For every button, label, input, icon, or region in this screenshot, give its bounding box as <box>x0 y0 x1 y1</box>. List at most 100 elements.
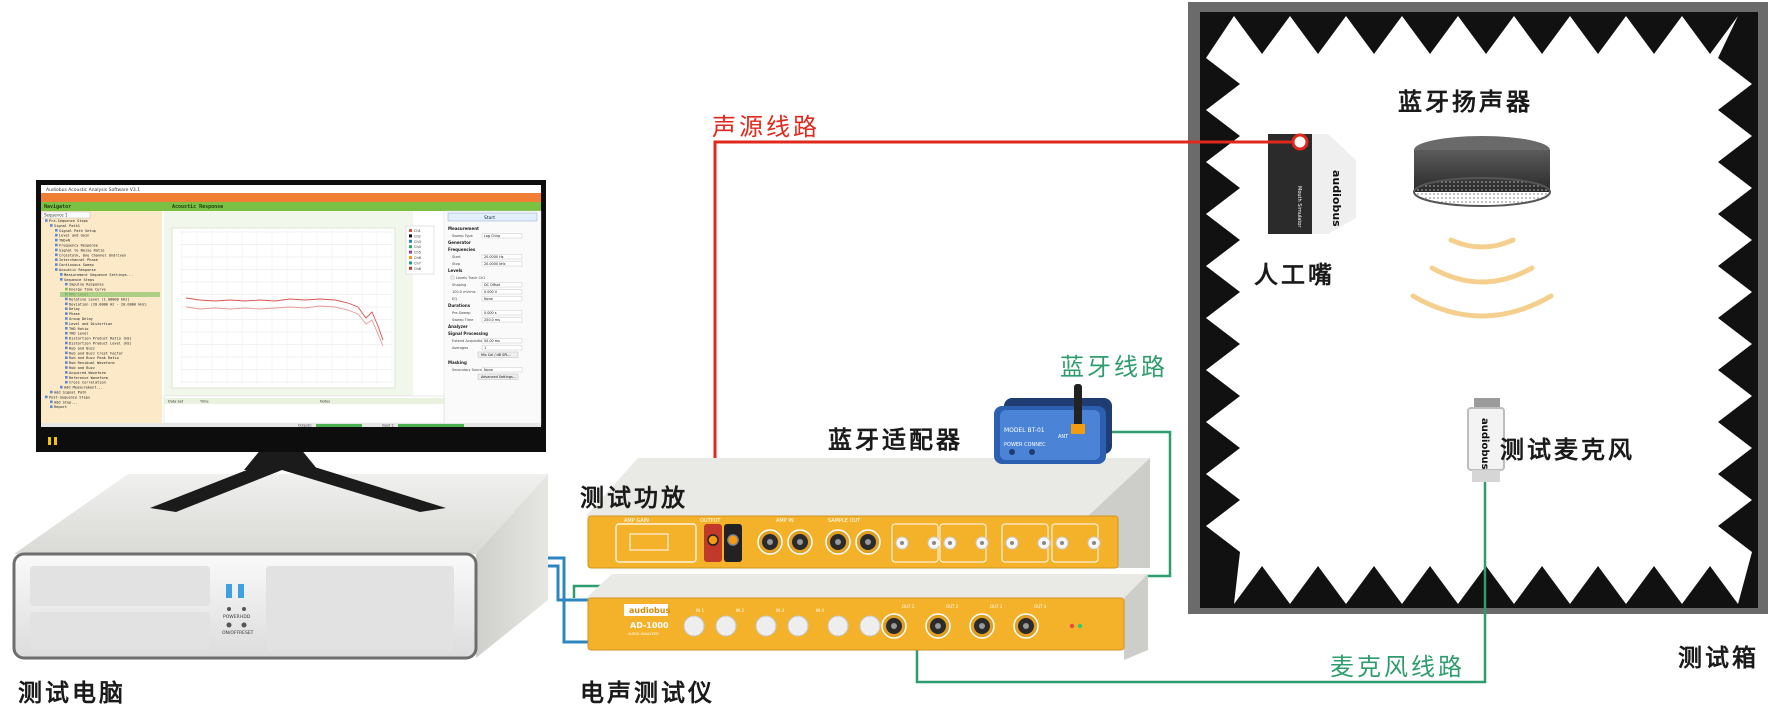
tree-item-label[interactable]: Interchannel Phase <box>59 258 98 262</box>
tree-item-label[interactable]: Rub and Buzz <box>69 346 95 350</box>
tree-item-label[interactable]: THD Ratio <box>69 327 88 331</box>
tree-item-label[interactable]: Rub and Buzz Crest Factor <box>69 351 124 355</box>
tree-item-icon <box>60 385 63 389</box>
tree-item-icon <box>65 312 68 315</box>
tree-item-label[interactable]: Rub Residual Waveform <box>69 361 114 365</box>
tree-item-label[interactable]: Rub and Buzz <box>69 366 95 370</box>
tree-item-label[interactable]: Relative Level (1.00000 kHz) <box>69 297 130 301</box>
settings-checkbox-label: Levels Track Ch1 <box>456 276 485 280</box>
input-knob[interactable] <box>683 615 705 637</box>
settings-button[interactable] <box>477 373 519 380</box>
tree-item-label[interactable]: Cross Correlation <box>69 381 106 385</box>
tree-item-label[interactable]: Energy Time Curve <box>69 288 106 292</box>
input-knob[interactable] <box>755 615 777 637</box>
tree-item-label[interactable]: Signal to Noise Ratio <box>59 248 104 252</box>
settings-field-label: EQ <box>452 297 457 301</box>
settings-field-input[interactable] <box>481 310 523 316</box>
tree-item-label[interactable]: Add Signal Path <box>54 391 86 395</box>
tree-item-icon <box>65 327 68 330</box>
amp-output-label: OUTPUT <box>700 518 721 524</box>
tree-item-icon <box>45 219 48 222</box>
settings-field-input[interactable] <box>481 254 523 260</box>
settings-field-input[interactable] <box>481 261 523 267</box>
settings-field-input[interactable] <box>481 233 523 239</box>
tree-item-label[interactable]: Signal Path Setup <box>59 229 96 233</box>
pc-power-button[interactable] <box>226 622 232 628</box>
bluetooth-speaker <box>1413 136 1551 207</box>
legend-swatch <box>409 266 412 270</box>
tree-item-label[interactable]: Rub and Buzz Peak Ratio <box>69 356 119 360</box>
input-knob[interactable] <box>827 615 849 637</box>
source-line-label: 声源线路 <box>712 113 820 141</box>
tree-item-icon <box>65 376 68 379</box>
tree-item-label[interactable]: Deviation (20.0000 Hz - 20.0000 kHz) <box>69 302 147 306</box>
settings-field-value: 250.0 ms <box>484 318 500 322</box>
settings-field-input[interactable] <box>481 282 523 288</box>
tree-item-label[interactable]: Delay <box>69 307 81 311</box>
tree-item-label[interactable]: Sequence Steps <box>64 278 94 282</box>
status-outputs: Outputs: <box>298 424 312 428</box>
pc-reset-button[interactable] <box>241 622 247 628</box>
source-line-cable <box>713 140 1300 556</box>
legend-swatch <box>409 261 412 265</box>
tree-item-icon <box>65 346 68 350</box>
tree-item-label[interactable]: Report <box>54 405 67 409</box>
tree-item-label[interactable]: Reference Waveform <box>69 376 108 380</box>
legend-entry: Ch1 <box>414 229 421 233</box>
monitor-power-led <box>48 437 51 445</box>
tree-item-label[interactable]: THD+N <box>59 239 70 243</box>
tree-item-label[interactable]: Pre-Sequence Steps <box>49 219 88 223</box>
tree-item-label[interactable]: Continuous Sweep <box>59 263 94 267</box>
settings-button[interactable] <box>477 351 519 358</box>
tree-item-icon <box>45 395 48 399</box>
input-knob[interactable] <box>787 615 809 637</box>
navigator-tab[interactable] <box>41 211 91 219</box>
tree-item-label[interactable]: Impulse Response <box>69 283 104 287</box>
settings-field-input[interactable] <box>481 289 523 295</box>
settings-checkbox[interactable] <box>450 275 455 280</box>
settings-field-input[interactable] <box>481 345 523 351</box>
bluetooth-adapter: MODEL BT-01 POWER CONNEC ANT <box>994 384 1112 464</box>
tree-item-icon <box>65 297 68 301</box>
settings-field-value: 50.00 ms <box>484 339 500 343</box>
tree-item-label[interactable]: Crosstalk, One Channel Undriven <box>59 253 126 257</box>
tree-item-label[interactable]: Measurement Sequence Settings... <box>64 273 133 277</box>
settings-section-title: Signal Processing <box>448 331 488 336</box>
bt-ant-label: ANT <box>1058 434 1069 440</box>
settings-field-input[interactable] <box>481 367 523 373</box>
bt-adapter-label: 蓝牙适配器 <box>828 426 963 454</box>
usb-cable-2 <box>548 564 600 602</box>
legend-entry: Ch4 <box>414 245 422 249</box>
tree-item-label[interactable]: THD Level <box>69 332 88 336</box>
tree-item-icon <box>60 278 63 281</box>
tree-item-label[interactable]: Acoustic Response <box>59 268 96 272</box>
tree-item-label[interactable]: Phase <box>69 312 80 316</box>
tree-item-label[interactable]: Add Step... <box>54 400 78 404</box>
settings-field-input[interactable] <box>481 338 523 344</box>
tree-item-label[interactable]: Add Measurement... <box>64 386 103 390</box>
tree-item-icon <box>65 361 68 364</box>
analyzer-model: AD-1000 <box>630 621 669 630</box>
input-knob[interactable] <box>859 615 881 637</box>
start-button[interactable] <box>447 212 538 222</box>
tree-item-label[interactable]: Distortion Product Ratio (H2) <box>69 337 132 341</box>
response-curve-upper <box>185 297 384 341</box>
legend-swatch <box>409 245 412 249</box>
tree-item-label[interactable]: Acquired Waveform <box>69 371 106 375</box>
pc-power-label: POWER <box>223 614 240 620</box>
settings-field-input[interactable] <box>481 296 523 302</box>
tree-item-icon <box>65 331 68 335</box>
tree-item-label[interactable]: Group Delay <box>69 317 94 321</box>
tree-item-label[interactable]: Signal Path1 <box>54 224 80 228</box>
tree-item-label[interactable]: Level and Distortion <box>69 322 112 326</box>
input-knob[interactable] <box>715 615 737 637</box>
settings-field-input[interactable] <box>481 317 523 323</box>
tree-item-label[interactable]: Post-Sequence Steps <box>49 395 90 399</box>
tree-item-label[interactable]: Frequency Response <box>59 244 98 248</box>
settings-field-label: 100.0 mVrms <box>452 290 476 294</box>
tree-item-label[interactable]: Level and Gain <box>59 234 89 238</box>
tree-item-label[interactable]: Distortion Product Level (H2) <box>69 342 132 346</box>
